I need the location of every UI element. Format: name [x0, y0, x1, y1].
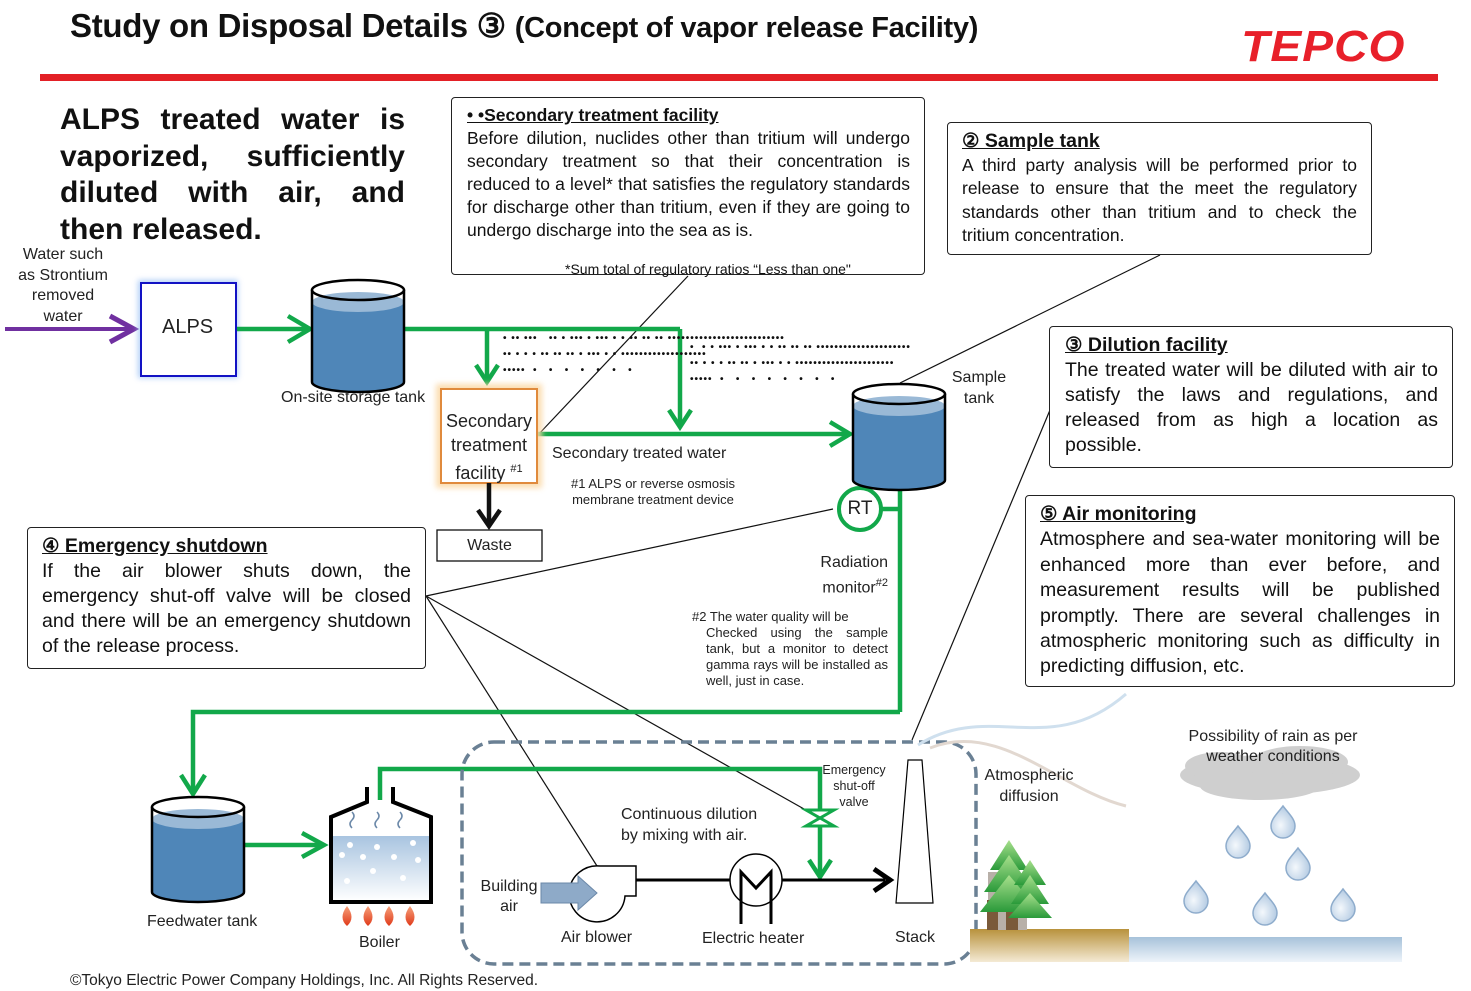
emergency-valve-label: Emergency shut-off valve: [822, 763, 886, 809]
sample-tank-callout: ② Sample tank A third party analysis wil…: [947, 122, 1372, 255]
callout-note: *Sum total of regulatory ratios “Less th…: [565, 261, 851, 277]
waste-label: Waste: [467, 537, 512, 554]
dotted-text-line: ••••• • • • • • • • •: [690, 374, 836, 385]
callout-body: A third party analysis will be performed…: [962, 154, 1357, 246]
treated-water-flow: [179, 314, 903, 882]
tank-water-surface: [152, 809, 244, 829]
dotted-text-line: • • • ••• • ••• • • •• •• •• •••••••••••…: [690, 342, 911, 353]
callout-body: Before dilution, nuclides other than tri…: [467, 128, 910, 240]
raindrop-icons: [1183, 804, 1356, 926]
air-blower-icon: [540, 865, 637, 923]
air-blower-label: Air blower: [561, 929, 633, 946]
raindrop: [1330, 887, 1356, 922]
callout-heading: ⑤ Air monitoring: [1040, 503, 1197, 525]
callout-body: If the air blower shuts down, the emerge…: [42, 560, 411, 657]
callout-heading: ③ Dilution facility: [1065, 334, 1228, 356]
storage-tank-label: On-site storage tank: [281, 389, 426, 406]
sea: [1129, 937, 1402, 962]
emergency-valve-icon: [800, 808, 840, 828]
dilution-facility-callout: ③ Dilution facility The treated water wi…: [1049, 326, 1453, 468]
waste-box: [436, 529, 543, 562]
secondary-facility-label: Secondary treatment facility #1: [445, 411, 533, 483]
stack-icon: [895, 759, 934, 904]
radiation-monitor-label: Radiation monitor#2: [820, 554, 888, 597]
dotted-text-line: • •• ••• •• • ••• • ••• • • •• •• •• •••…: [503, 333, 785, 344]
electric-heater-label: Electric heater: [702, 930, 805, 947]
tank-rim: [150, 795, 246, 819]
dotted-text-line: ••••• • • • • • • •: [503, 365, 633, 376]
raindrop: [1183, 879, 1209, 914]
cloud-icon: [1180, 746, 1360, 800]
tank-water-surface: [312, 292, 404, 312]
callout-body: The treated water will be diluted with a…: [1065, 359, 1438, 456]
secondary-treatment-callout: • •Secondary treatment facility Before d…: [451, 97, 925, 277]
feedwater-tank-label: Feedwater tank: [147, 913, 258, 930]
tank-rim: [310, 278, 406, 302]
dotted-text-line: •• • • • •• •• •• • ••• • • ••••••••••••…: [503, 349, 707, 360]
alps-label: ALPS: [162, 316, 214, 338]
footnote-1: #1 ALPS or reverse osmosis membrane trea…: [570, 476, 736, 507]
tank-outline: [150, 807, 246, 904]
raindrop: [1285, 846, 1311, 881]
sample-tank-label: Sample tank: [951, 369, 1007, 407]
copyright: ©Tokyo Electric Power Company Holdings, …: [70, 972, 538, 989]
inflow-arrow: [5, 313, 140, 345]
tree-icons: [980, 840, 1052, 930]
building-air-arrow: [540, 874, 598, 912]
raindrop: [1225, 824, 1251, 859]
callout-heading: • •Secondary treatment facility: [467, 105, 719, 125]
callout-body: Atmosphere and sea-water monitoring will…: [1040, 528, 1440, 678]
secondary-water-label: Secondary treated water: [552, 445, 727, 462]
callout-heading: ② Sample tank: [962, 130, 1100, 152]
headline: ALPS treated water is vaporized, suffici…: [60, 103, 405, 246]
diffusion-wisp: [929, 740, 1127, 808]
storage-tank-icon: [310, 278, 406, 394]
stack-label: Stack: [895, 929, 936, 946]
tank-outline: [310, 290, 406, 394]
page-title: Study on Disposal Details ③ (Concept of …: [70, 7, 979, 44]
emergency-shutdown-callout: ④ Emergency shutdown If the air blower s…: [27, 527, 426, 669]
atmospheric-diffusion-label: Atmospheric diffusion: [984, 767, 1074, 805]
tank-outline: [851, 394, 947, 492]
tank-water-surface: [853, 396, 945, 416]
continuous-dilution-label: Continuous dilution by mixing with air.: [621, 806, 758, 844]
radiation-monitor: [837, 486, 883, 532]
building-air-label: Building air: [480, 878, 538, 915]
secondary-treatment-unit: [440, 388, 538, 484]
electric-heater-icon: [729, 853, 783, 924]
inflow-label: Water such as Strontium removed water: [18, 246, 108, 325]
diffusion-wisp: [917, 692, 1127, 747]
rain-label: Possibility of rain as per weather condi…: [1188, 728, 1358, 765]
raindrop: [1252, 891, 1278, 926]
tepco-logo: TEPCO: [1241, 22, 1406, 71]
air-monitoring-callout: ⑤ Air monitoring Atmosphere and sea-wate…: [1025, 495, 1455, 687]
header-divider: [40, 74, 1438, 81]
footnote-2: #2 The water quality will be Checked usi…: [692, 609, 888, 688]
boiler-label: Boiler: [359, 934, 400, 951]
sample-tank-icon: [851, 382, 947, 492]
waste-arrow: [476, 483, 502, 530]
tank-water: [312, 302, 404, 392]
dotted-text-line: •• • • • •• •• • ••• • • •••••••••••••••…: [690, 358, 895, 369]
rt-label: RT: [847, 498, 873, 519]
raindrop: [1270, 804, 1296, 839]
callout-heading: ④ Emergency shutdown: [42, 535, 268, 557]
ground: [970, 929, 1129, 962]
tank-rim: [851, 382, 947, 406]
tank-water: [853, 406, 945, 490]
alps-unit: [140, 282, 237, 377]
flame-icons: [342, 906, 415, 926]
feedwater-tank-icon: [150, 795, 246, 904]
dilution-facility-boundary: [460, 740, 978, 966]
tank-water: [152, 819, 244, 902]
boiler-icon: [329, 787, 433, 926]
callout-lines: [425, 254, 1161, 867]
